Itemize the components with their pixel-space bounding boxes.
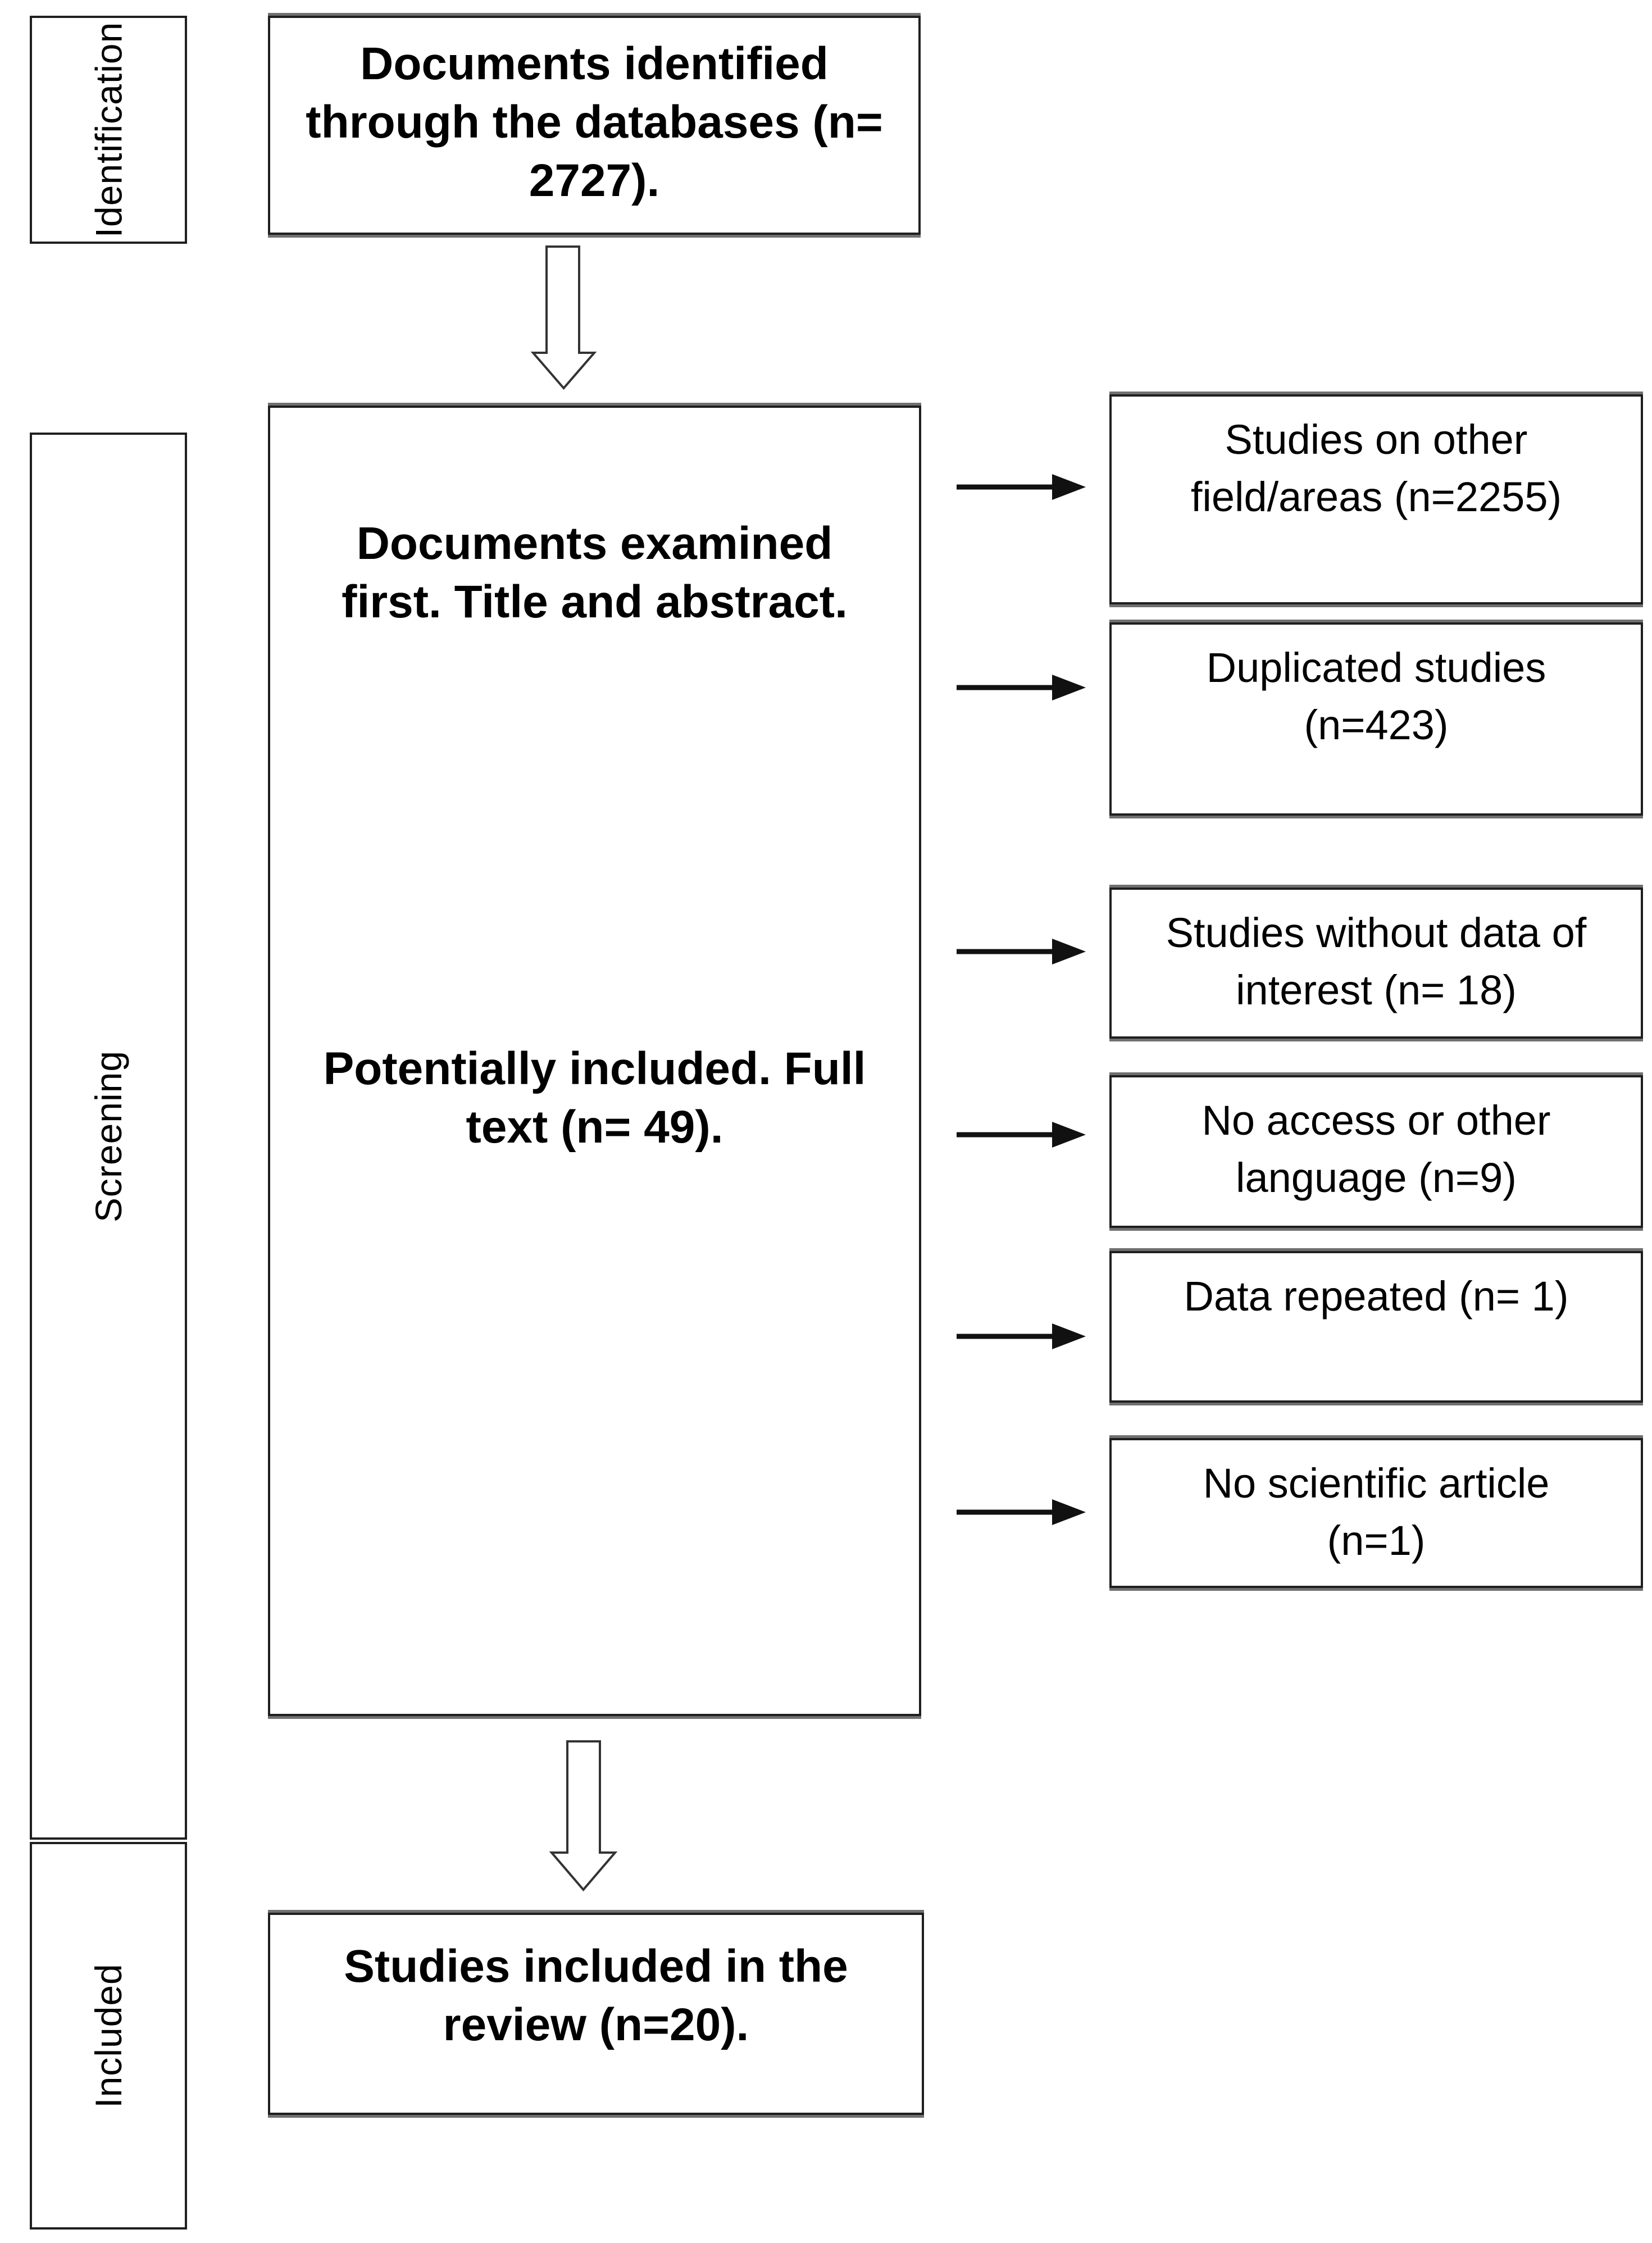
- not-scientific-line-2: (n=1): [1327, 1517, 1426, 1564]
- duplicated-line-2: (n=423): [1304, 702, 1449, 748]
- identified-box-line-3: 2727).: [529, 155, 660, 206]
- exclusion-box-duplicated: Duplicated studies (n=423): [1109, 622, 1643, 816]
- no-access-line-2: language (n=9): [1236, 1154, 1517, 1201]
- stage-label-identification-text: Identification: [88, 21, 130, 238]
- right-arrow-icon-1: [957, 474, 1086, 500]
- down-block-arrow-icon-bottom: [549, 1740, 618, 1892]
- right-arrow-icon-3: [957, 939, 1086, 964]
- identified-box-line-1: Documents identified: [360, 38, 829, 89]
- screening-box-text-potentially-included: Potentially included. Full text (n= 49).: [270, 1040, 919, 1157]
- potentially-included-line-1: Potentially included. Full: [323, 1043, 866, 1094]
- examined-line-2: first. Title and abstract.: [342, 576, 848, 627]
- identified-box-line-2: through the databases (n=: [306, 97, 883, 148]
- stage-label-screening-text: Screening: [88, 1050, 130, 1222]
- no-data-line-2: interest (n= 18): [1236, 967, 1517, 1013]
- right-arrow-icon-6: [957, 1499, 1086, 1525]
- exclusion-box-no-data: Studies without data of interest (n= 18): [1109, 888, 1643, 1039]
- duplicated-line-1: Duplicated studies: [1206, 644, 1546, 691]
- identified-box: Documents identified through the databas…: [268, 16, 921, 235]
- stage-label-identification: Identification: [30, 16, 187, 244]
- no-data-line-1: Studies without data of: [1166, 909, 1587, 956]
- exclusion-box-not-scientific: No scientific article (n=1): [1109, 1438, 1643, 1588]
- not-scientific-line-1: No scientific article: [1203, 1460, 1550, 1507]
- included-box: Studies included in the review (n=20).: [268, 1913, 924, 2115]
- exclusion-box-other-fields: Studies on other field/areas (n=2255): [1109, 394, 1643, 604]
- other-fields-line-2: field/areas (n=2255): [1190, 474, 1562, 520]
- exclusion-box-no-access: No access or other language (n=9): [1109, 1075, 1643, 1228]
- examined-line-1: Documents examined: [356, 518, 833, 569]
- down-block-arrow-icon: [530, 245, 597, 390]
- screening-box-text-examined: Documents examined first. Title and abst…: [270, 515, 919, 631]
- potentially-included-line-2: text (n= 49).: [466, 1102, 723, 1153]
- stage-label-screening: Screening: [30, 433, 187, 1840]
- other-fields-line-1: Studies on other: [1225, 416, 1528, 463]
- data-repeated-line-1: Data repeated (n= 1): [1184, 1273, 1569, 1320]
- right-arrow-icon-5: [957, 1323, 1086, 1349]
- included-box-line-2: review (n=20).: [443, 1999, 749, 2050]
- screening-box: Documents examined first. Title and abst…: [268, 406, 921, 1716]
- right-arrow-icon-4: [957, 1122, 1086, 1148]
- exclusion-box-data-repeated: Data repeated (n= 1): [1109, 1251, 1643, 1403]
- included-box-line-1: Studies included in the: [344, 1941, 848, 1992]
- right-arrow-icon-2: [957, 675, 1086, 700]
- stage-label-included: Included: [30, 1842, 187, 2230]
- stage-label-included-text: Included: [88, 1963, 129, 2108]
- no-access-line-1: No access or other: [1202, 1097, 1551, 1144]
